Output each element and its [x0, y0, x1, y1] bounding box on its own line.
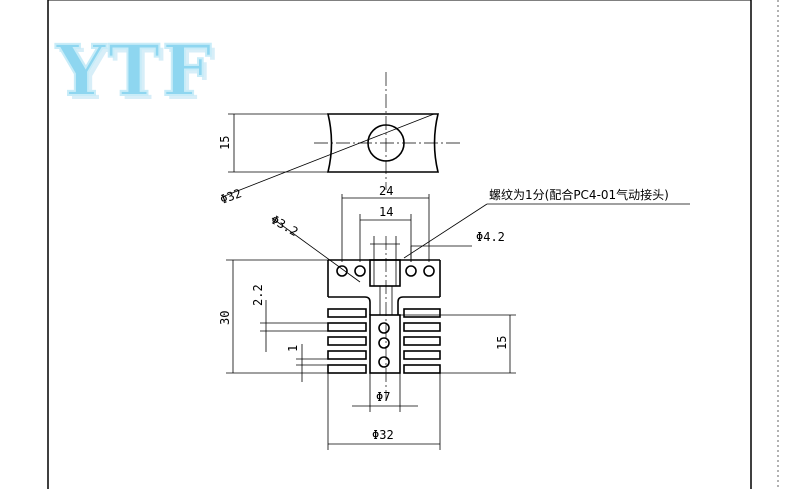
fin [327, 350, 367, 360]
dim-top-diameter-label: Φ32 [218, 186, 243, 207]
mount-hole-2 [354, 265, 366, 277]
dim-15-right-label: 15 [495, 336, 509, 350]
dim-14-label: 14 [379, 205, 393, 219]
mount-hole-4 [423, 265, 435, 277]
fins-left [327, 308, 367, 374]
heatsink-right-shoulder [397, 296, 440, 315]
dia32-leader [221, 113, 435, 198]
ytf-logo: YTF YTF [54, 28, 218, 116]
heatsink-left-shoulder [328, 296, 371, 315]
dim-hole-4-2-label: Φ4.2 [476, 230, 505, 244]
column-hole-3 [378, 356, 390, 368]
ytf-logo-shadow: YTF [59, 33, 218, 116]
dim-2-2-label: 2.2 [251, 284, 265, 306]
thread-note: 螺纹为1分(配合PC4-01气动接头) [489, 187, 669, 202]
column-hole-1 [378, 322, 390, 334]
mount-hole-3 [405, 265, 417, 277]
note-leader [403, 203, 488, 259]
front-view: 24 14 Φ3.2 Φ4.2 螺纹为1分(配合PC4-01气动接头) 30 2… [218, 184, 690, 450]
dim-7-label: Φ7 [376, 390, 390, 404]
fin [403, 350, 441, 360]
central-column [369, 314, 401, 374]
fin [327, 336, 367, 346]
top-view-outline [326, 113, 440, 173]
dim-hole-3-2-label: Φ3.2 [269, 212, 301, 239]
fin [403, 322, 441, 332]
dim-30-label: 30 [218, 311, 232, 325]
fin [327, 364, 367, 374]
fin [327, 308, 367, 318]
fin [403, 308, 441, 318]
threaded-bore [369, 259, 401, 287]
fin [327, 322, 367, 332]
dim-32-base-label: Φ32 [372, 428, 394, 442]
dim-1-label: 1 [286, 345, 300, 352]
hole32-leader [271, 217, 361, 283]
column-hole-2 [378, 337, 390, 349]
fin [403, 336, 441, 346]
top-view: 15 Φ32 [218, 72, 460, 207]
dim-24-label: 24 [379, 184, 393, 198]
ytf-logo-text: YTF [55, 29, 214, 112]
fin [403, 364, 441, 374]
fins-right [403, 308, 441, 374]
dim-top-height-label: 15 [218, 136, 232, 150]
mount-hole-1 [336, 265, 348, 277]
